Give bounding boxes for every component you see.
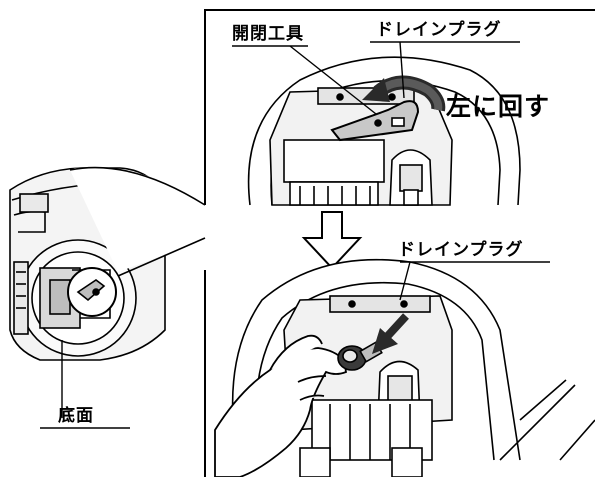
counterclockwise-arrow-icon (362, 75, 446, 112)
opening-tool (330, 100, 420, 142)
drain-plug-label-top: ドレインプラグ (376, 20, 502, 40)
rotate-left-label: 左に回す (446, 92, 551, 121)
bottom-face-label: 底面 (58, 406, 94, 426)
drain-plug-label-bottom: ドレインプラグ (398, 240, 524, 260)
opening-tool-label: 開閉工具 (232, 24, 304, 44)
bottom-face-leader (40, 340, 130, 429)
hollow-down-arrow-icon (301, 211, 363, 270)
hand (214, 334, 348, 477)
bottom-panel (204, 258, 595, 477)
diagonal-arrow-icon (372, 313, 409, 354)
magnify-callout (69, 166, 206, 277)
top-panel (204, 9, 595, 206)
